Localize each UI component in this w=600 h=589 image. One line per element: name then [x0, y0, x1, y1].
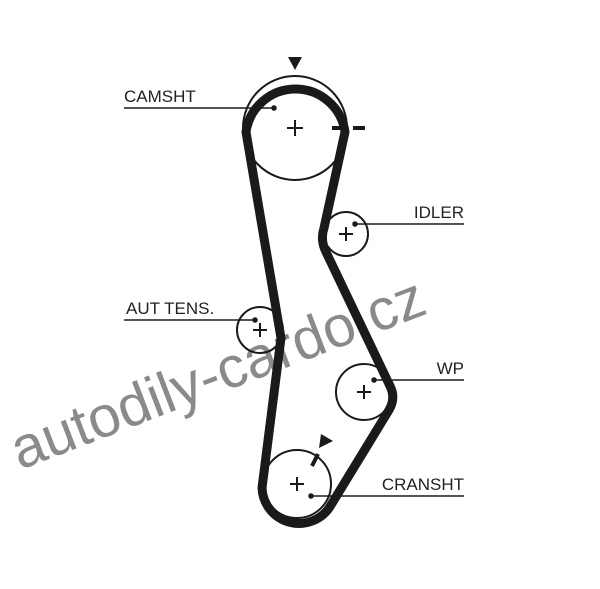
crankshaft-label: CRANSHT — [382, 475, 464, 494]
crankshaft-mark-arrow-icon — [319, 434, 333, 448]
timing-marks — [288, 57, 365, 467]
water-pump-label: WP — [437, 359, 464, 378]
timing-belt — [241, 84, 398, 528]
camshaft-mark-arrow-icon — [288, 57, 302, 70]
camshaft-label: CAMSHT — [124, 87, 196, 106]
idler-label: IDLER — [414, 203, 464, 222]
tensioner-label: AUT TENS. — [126, 299, 214, 318]
